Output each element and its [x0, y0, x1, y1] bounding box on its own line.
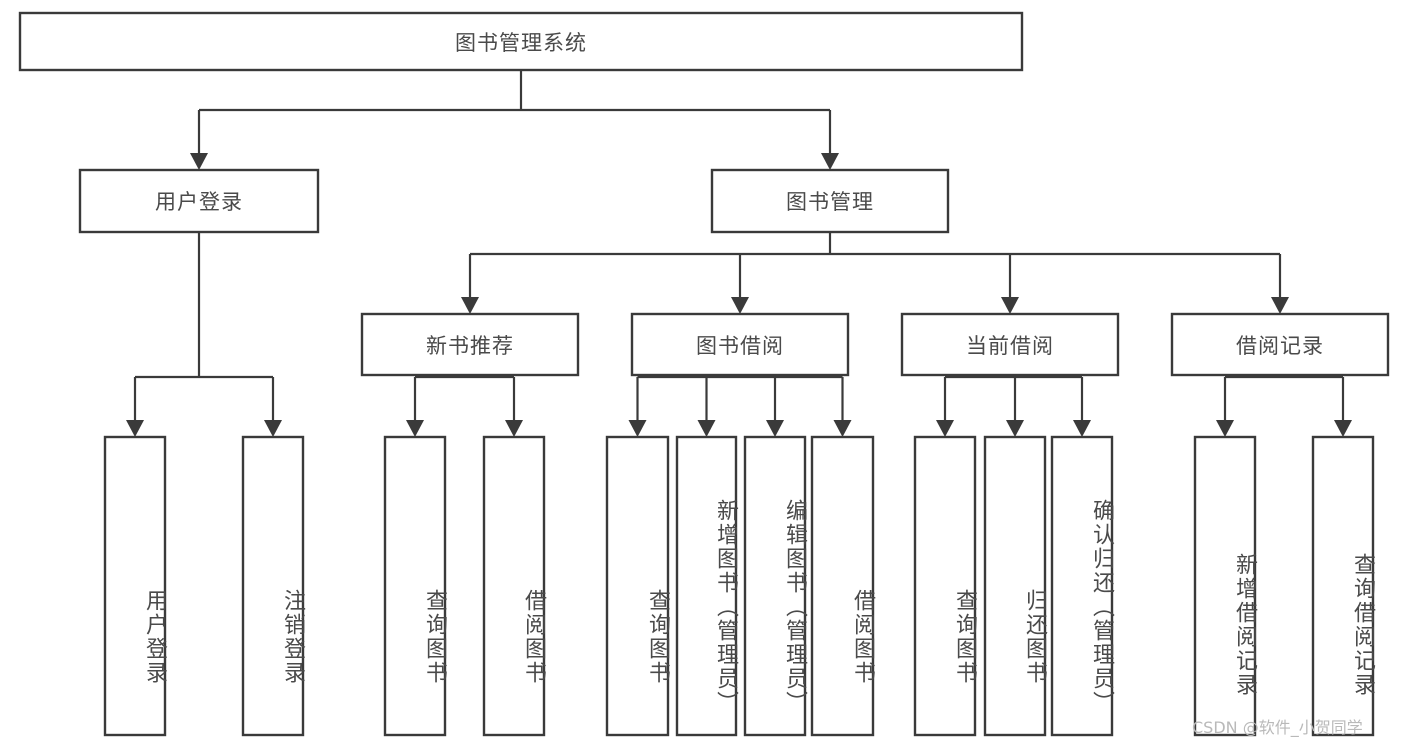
- node-box-n1[interactable]: [383, 435, 447, 737]
- edge-arrowhead: [628, 420, 647, 437]
- node-box-r1[interactable]: [1193, 435, 1257, 737]
- edge-arrowhead: [264, 420, 282, 437]
- node-box-r2[interactable]: [1311, 435, 1375, 737]
- node-label-l2: 注销登录: [280, 588, 305, 685]
- node-box-b1[interactable]: [605, 435, 670, 737]
- node-box-root[interactable]: [18, 11, 1024, 72]
- node-box-c1[interactable]: [913, 435, 977, 737]
- node-box-c3[interactable]: [1050, 435, 1114, 737]
- node-label-c3: 确认归还（管理员）: [1089, 498, 1114, 715]
- node-box-records[interactable]: [1170, 312, 1390, 377]
- edge-arrowhead: [1006, 420, 1024, 437]
- edge-arrowhead: [1001, 297, 1019, 314]
- edge-arrowhead: [1216, 420, 1234, 437]
- edge-arrowhead: [833, 420, 852, 437]
- node-label-current: 当前借阅: [966, 333, 1054, 358]
- edge-arrowhead: [461, 297, 479, 314]
- edge-arrowhead: [126, 420, 144, 437]
- edge-arrowhead: [1073, 420, 1091, 437]
- edge-arrowhead: [190, 153, 208, 170]
- node-box-current[interactable]: [900, 312, 1120, 377]
- edge-arrowhead: [505, 420, 523, 437]
- node-label-records: 借阅记录: [1236, 333, 1324, 358]
- edge-arrowhead: [731, 297, 749, 314]
- node-box-c2[interactable]: [983, 435, 1047, 737]
- node-label-root: 图书管理系统: [455, 30, 587, 55]
- edge-arrowhead: [406, 420, 424, 437]
- node-label-b3: 编辑图书（管理员）: [782, 498, 807, 715]
- edge-arrowhead: [766, 420, 784, 437]
- node-label-newbook: 新书推荐: [426, 333, 514, 358]
- node-label-r2: 查询借阅记录: [1350, 552, 1375, 697]
- node-box-bookmgr[interactable]: [710, 168, 950, 234]
- node-box-borrow[interactable]: [630, 312, 850, 377]
- node-label-login: 用户登录: [155, 190, 243, 214]
- node-box-newbook[interactable]: [360, 312, 580, 377]
- node-box-l1[interactable]: [103, 435, 167, 737]
- node-label-r1: 新增借阅记录: [1232, 552, 1257, 697]
- edge-arrowhead: [697, 420, 716, 437]
- edge-arrowhead: [936, 420, 954, 437]
- node-label-n1: 查询图书: [422, 588, 447, 685]
- node-label-b1: 查询图书: [645, 588, 670, 685]
- edge-arrowhead: [821, 153, 839, 170]
- node-box-login[interactable]: [78, 168, 320, 234]
- edge-arrowhead: [1271, 297, 1289, 314]
- node-box-l2[interactable]: [241, 435, 305, 737]
- node-label-c2: 归还图书: [1022, 588, 1047, 685]
- node-box-b3[interactable]: [743, 435, 807, 737]
- node-label-b4: 借阅图书: [850, 588, 875, 685]
- node-label-bookmgr: 图书管理: [786, 190, 874, 214]
- node-label-n2: 借阅图书: [521, 588, 546, 685]
- edge-arrowhead: [1334, 420, 1352, 437]
- node-box-n2[interactable]: [482, 435, 546, 737]
- node-label-b2: 新增图书（管理员）: [713, 498, 738, 715]
- node-label-l1: 用户登录: [142, 588, 167, 685]
- node-label-c1: 查询图书: [952, 588, 977, 685]
- node-box-b4[interactable]: [810, 435, 875, 737]
- node-box-b2[interactable]: [675, 435, 738, 737]
- node-label-borrow: 图书借阅: [696, 333, 784, 358]
